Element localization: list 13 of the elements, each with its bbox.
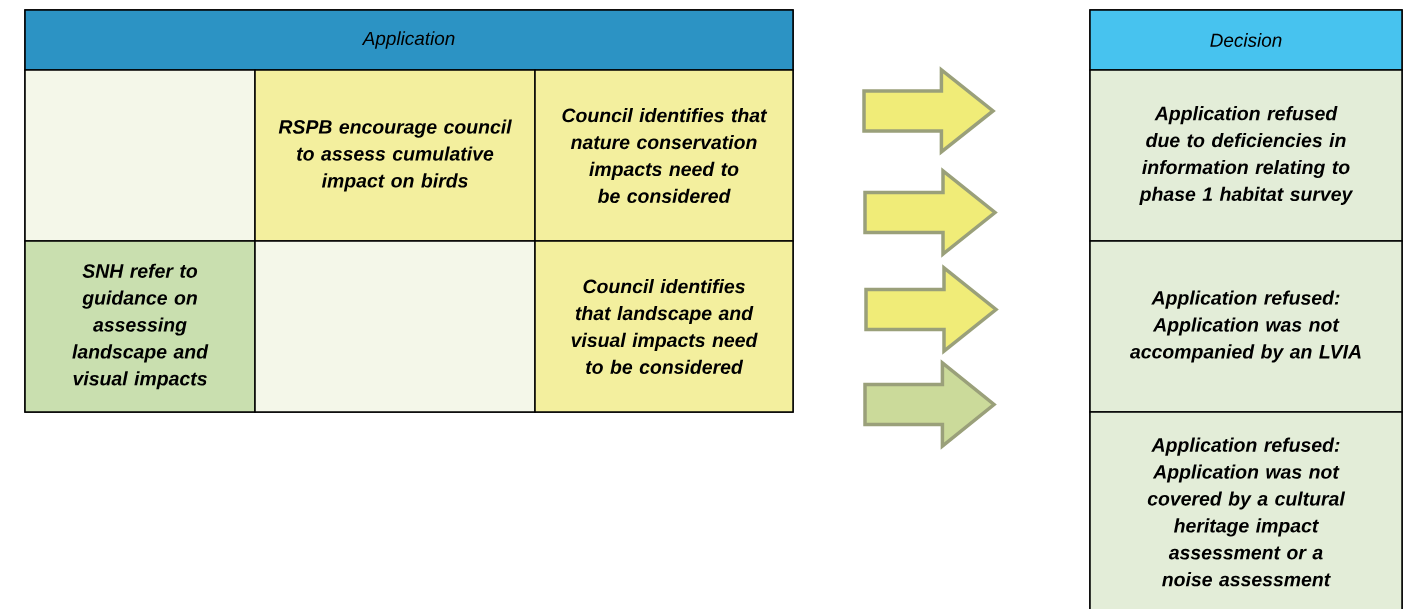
table-cell: Application refused: Application was not accompanied by an LVIA [1089, 240, 1403, 413]
table-cell: RSPB encourage council to assess cumulative impact on birds [254, 69, 536, 242]
header-band: Application [24, 9, 794, 71]
block-arrow [863, 359, 997, 450]
block-arrow [864, 264, 999, 355]
block-arrow [862, 66, 996, 156]
header-band: Decision [1089, 9, 1403, 71]
table-cell: Application refused: Application was not covered by a cultural heritage impact assessment or a noise assessment [1089, 411, 1403, 609]
table-cell: Council identifies that nature conservation impacts need to be considered [534, 69, 794, 242]
block-arrow [863, 167, 998, 258]
table-cell: Council identifies that landscape and visual impacts need to be considered [534, 240, 794, 413]
table-cell: SNH refer to guidance on assessing landscape and visual impacts [24, 240, 256, 413]
table-cell: Application refused due to deficiencies in information relating to phase 1 habitat survey [1089, 69, 1403, 242]
